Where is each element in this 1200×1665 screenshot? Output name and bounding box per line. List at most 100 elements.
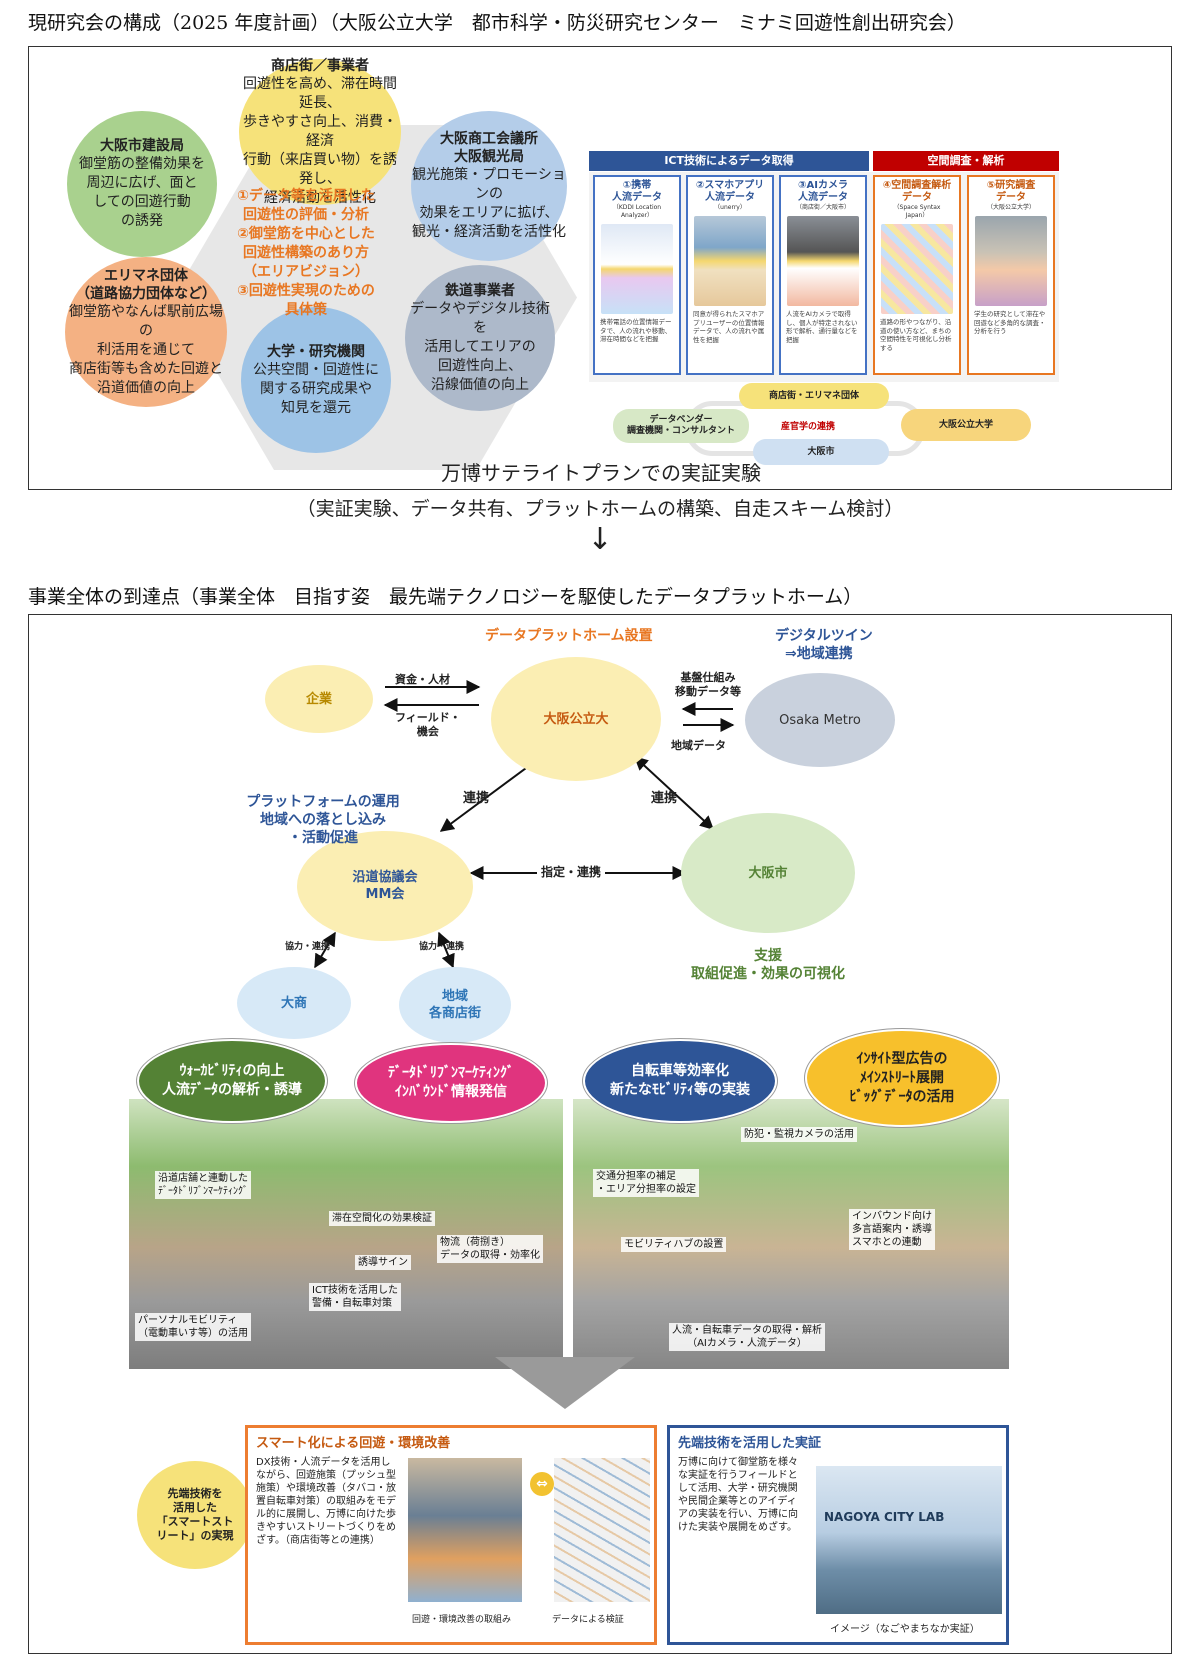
label-field: フィールド・ 機会 <box>395 711 461 739</box>
scene-label: 交通分担率の補足 ・エリア分担率の設定 <box>593 1169 699 1197</box>
circle-line: 沿線価値の向上 <box>431 376 529 395</box>
label-shitei: 指定・連携 <box>537 863 605 880</box>
box-advanced-caption: イメージ（なごやまちなか実証） <box>830 1620 980 1635</box>
circle-line: 観光施策・プロモーションの <box>411 166 567 204</box>
circle-line: 効果をエリアに拡げ、 <box>419 204 558 223</box>
ict-col-sub: （KDDI Location Analyzer） <box>595 204 679 220</box>
ict-panel: ICT技術によるデータ取得 空間調査・解析 ①携帯 人流データ （KDDI Lo… <box>589 151 1059 481</box>
top-heading: 現研究会の構成（2025 年度計画）（大阪公立大学 都市科学・防災研究センター … <box>28 8 966 35</box>
space-analysis-header: 空間調査・解析 <box>873 151 1059 171</box>
badge-advertising: ｲﾝｻｲﾄ型広告の ﾒｲﾝｽﾄﾘｰﾄ展開 ﾋﾞｯｸﾞﾃﾞｰﾀの活用 <box>805 1029 999 1127</box>
platform-ops-line: 地域への落とし込み <box>223 811 423 829</box>
cluster-univ: 大阪公立大学 <box>901 409 1031 441</box>
ict-col-desc: 学生の研究として滞在や回遊など多角的な調査・分析を行う <box>974 310 1048 336</box>
down-triangle-icon <box>495 1357 635 1411</box>
smart-street-circle: 先端技術を 活用した 「スマートスト リート」の実現 <box>137 1461 253 1569</box>
label-renkei-right: 連携 <box>651 787 677 806</box>
scene-label: 物流（荷捌き） データの取得・効率化 <box>437 1235 543 1263</box>
node-metro: Osaka Metro <box>745 673 895 767</box>
scene-label: ICT技術を活用した 警備・自転車対策 <box>309 1283 401 1311</box>
cluster-vendor: データベンダー 調査機関・コンサルタント <box>613 409 749 443</box>
ict-col-title: ⑤研究調査 データ <box>969 180 1053 204</box>
scene-label: インバウンド向け 多言語案内・誘導 スマホとの連動 <box>849 1209 935 1250</box>
box-smart: スマート化による回遊・環境改善 DX技術・人流データを活用しながら、回遊施策（プ… <box>245 1425 657 1645</box>
goal-line: ③回遊性実現のための <box>221 282 391 301</box>
box-smart-photo <box>408 1458 522 1602</box>
exchange-arrows-icon: ⇔ <box>530 1472 554 1496</box>
circle-line: の誘発 <box>121 212 163 231</box>
goal-line: 具体策 <box>221 301 391 320</box>
scene-label: 人流・自転車データの取得・解析 （AIカメラ・人流データ） <box>669 1323 825 1351</box>
goal-line: 回遊性構築のあり方 <box>221 244 391 263</box>
ict-col-title: ①携帯 人流データ <box>595 180 679 204</box>
ict-col-keitai: ①携帯 人流データ （KDDI Location Analyzer） 携帯電話の… <box>593 175 681 375</box>
badge-walkability: ｳｫｰｶﾋﾞﾘﾃｨの向上 人流ﾃﾞｰﾀの解析・誘導 <box>137 1039 327 1123</box>
label-kiban: 基盤仕組み 移動データ等 <box>675 671 741 699</box>
digital-twin-line: ⇒地域連携 <box>775 645 873 663</box>
cluster-shotengai: 商店街・エリマネ団体 <box>739 383 889 409</box>
bottom-frame: データプラットホーム設置 デジタルツイン ⇒地域連携 企業 大阪公立大 Osak… <box>28 614 1172 1654</box>
circle-line: データやデジタル技術を <box>405 300 555 338</box>
smart-street-text: 先端技術を 活用した 「スマートスト リート」の実現 <box>157 1487 234 1543</box>
scene-label: パーソナルモビリティ （電動車いす等）の活用 <box>135 1313 251 1341</box>
down-arrow-icon: ↓ <box>0 522 1200 557</box>
digital-twin: デジタルツイン ⇒地域連携 <box>775 627 873 663</box>
platform-ops-line: ・活動促進 <box>223 829 423 847</box>
research-photo-image <box>975 216 1047 306</box>
circle-line: 観光・経済活動を活性化 <box>412 223 566 242</box>
circle-line: 知見を還元 <box>281 399 351 418</box>
top-frame: 商店街／事業者 回遊性を高め、滞在時間延長、 歩きやすさ向上、消費・経済 行動（… <box>28 46 1172 490</box>
platform-ops: プラットフォームの運用 地域への落とし込み ・活動促進 <box>223 793 423 847</box>
circle-line: 利活用を通じて <box>97 341 195 360</box>
circle-line: 関する研究成果や <box>260 380 372 399</box>
goal-line: ②御堂筋を中心とした <box>221 225 391 244</box>
node-univ: 大阪公立大 <box>491 657 661 781</box>
center-goals: ①データ等を活用した 回遊性の評価・分析 ②御堂筋を中心とした 回遊性構築のあり… <box>221 187 391 320</box>
ict-col-title: ④空間調査解析 データ <box>875 180 959 204</box>
support-line: 支援 <box>673 947 863 965</box>
badge-mobility: 自転車等効率化 新たなﾓﾋﾞﾘﾃｨ等の実装 <box>583 1039 777 1123</box>
node-shops: 地域 各商店街 <box>399 967 511 1043</box>
map-image <box>601 224 673 314</box>
scene-label: 防犯・監視カメラの活用 <box>741 1127 857 1142</box>
circle-shotengai: 商店街／事業者 回遊性を高め、滞在時間延長、 歩きやすさ向上、消費・経済 行動（… <box>239 59 401 205</box>
node-kigyo: 企業 <box>265 665 373 733</box>
circle-line: 御堂筋やなんば駅前広場の <box>65 303 227 341</box>
circle-shokokaigisho: 大阪商工会議所 大阪観光局 観光施策・プロモーションの 効果をエリアに拡げ、 観… <box>411 111 567 261</box>
scene-label: 誘導サイン <box>355 1255 411 1270</box>
circle-title: 鉄道事業者 <box>445 282 515 300</box>
scene-label: モビリティハブの設置 <box>621 1237 726 1252</box>
box-smart-text: DX技術・人流データを活用しながら、回遊施策（プッシュ型施策）や環境改善（タバコ… <box>256 1456 398 1547</box>
bottom-heading: 事業全体の到達点（事業全体 目指す姿 最先端テクノロジーを駆使したデータプラット… <box>28 582 862 609</box>
circle-line: 回遊性向上、 <box>438 357 522 376</box>
camera-image <box>787 216 859 306</box>
circle-line: しての回遊行動 <box>93 193 191 212</box>
box-smart-caption2: データによる検証 <box>552 1612 624 1625</box>
label-renkei-left: 連携 <box>463 787 489 806</box>
goal-line: 回遊性の評価・分析 <box>221 206 391 225</box>
ict-col-aicamera: ③AIカメラ 人流データ （商店街／大阪市） 人流をAIカメラで取得し、個人が特… <box>779 175 867 375</box>
analysis-map-image <box>881 224 953 314</box>
ict-col-desc: 道路の形やつながり、沿道の使い方など、まちの空間特性を可視化し分析する <box>880 318 954 352</box>
circle-line: 商店街等も含めた回遊と <box>69 360 223 379</box>
label-shikin: 資金・人材 <box>395 671 450 687</box>
ict-col-desc: 携帯電話の位置情報データで、人の流れや移動、滞在時間などを把握 <box>600 318 674 344</box>
circle-erimane: エリマネ団体 （道路協力団体など） 御堂筋やなんば駅前広場の 利活用を通じて 商… <box>65 257 227 407</box>
digital-twin-line: デジタルツイン <box>775 627 873 645</box>
ict-col-sub: （大阪公立大学） <box>969 204 1053 212</box>
ict-col-spacesyntax: ④空間調査解析 データ （Space Syntax Japan） 道路の形やつな… <box>873 175 961 375</box>
ict-col-smartphone: ②スマホアプリ 人流データ （unerry） 同意が得られたスマホアプリユーザー… <box>686 175 774 375</box>
circle-line: 御堂筋の整備効果を <box>79 155 205 174</box>
ict-col-desc: 同意が得られたスマホアプリユーザーの位置情報データで、人の流れや属性を把握 <box>693 310 767 344</box>
box-smart-caption1: 回遊・環境改善の取組み <box>412 1612 511 1625</box>
circle-line: 沿道価値の向上 <box>97 379 195 398</box>
circle-title: 大学・研究機関 <box>267 343 365 361</box>
scene-left-image: 沿道店舗と連動した ﾃﾞｰﾀﾄﾞﾘﾌﾞﾝﾏｰｹﾃｨﾝｸﾞ 滞在空間化の効果検証 … <box>129 1099 563 1369</box>
circle-line: 行動（来店買い物）を誘発し、 <box>239 151 401 189</box>
platform-title: データプラットホーム設置 <box>485 625 653 645</box>
ict-col-research: ⑤研究調査 データ （大阪公立大学） 学生の研究として滞在や回遊など多角的な調査… <box>967 175 1055 375</box>
box-smart-title: スマート化による回遊・環境改善 <box>256 1432 646 1451</box>
box-smart-map <box>554 1458 650 1602</box>
box-advanced-photo: NAGOYA CITY LAB <box>816 1466 1002 1614</box>
node-daisho: 大商 <box>237 967 351 1039</box>
